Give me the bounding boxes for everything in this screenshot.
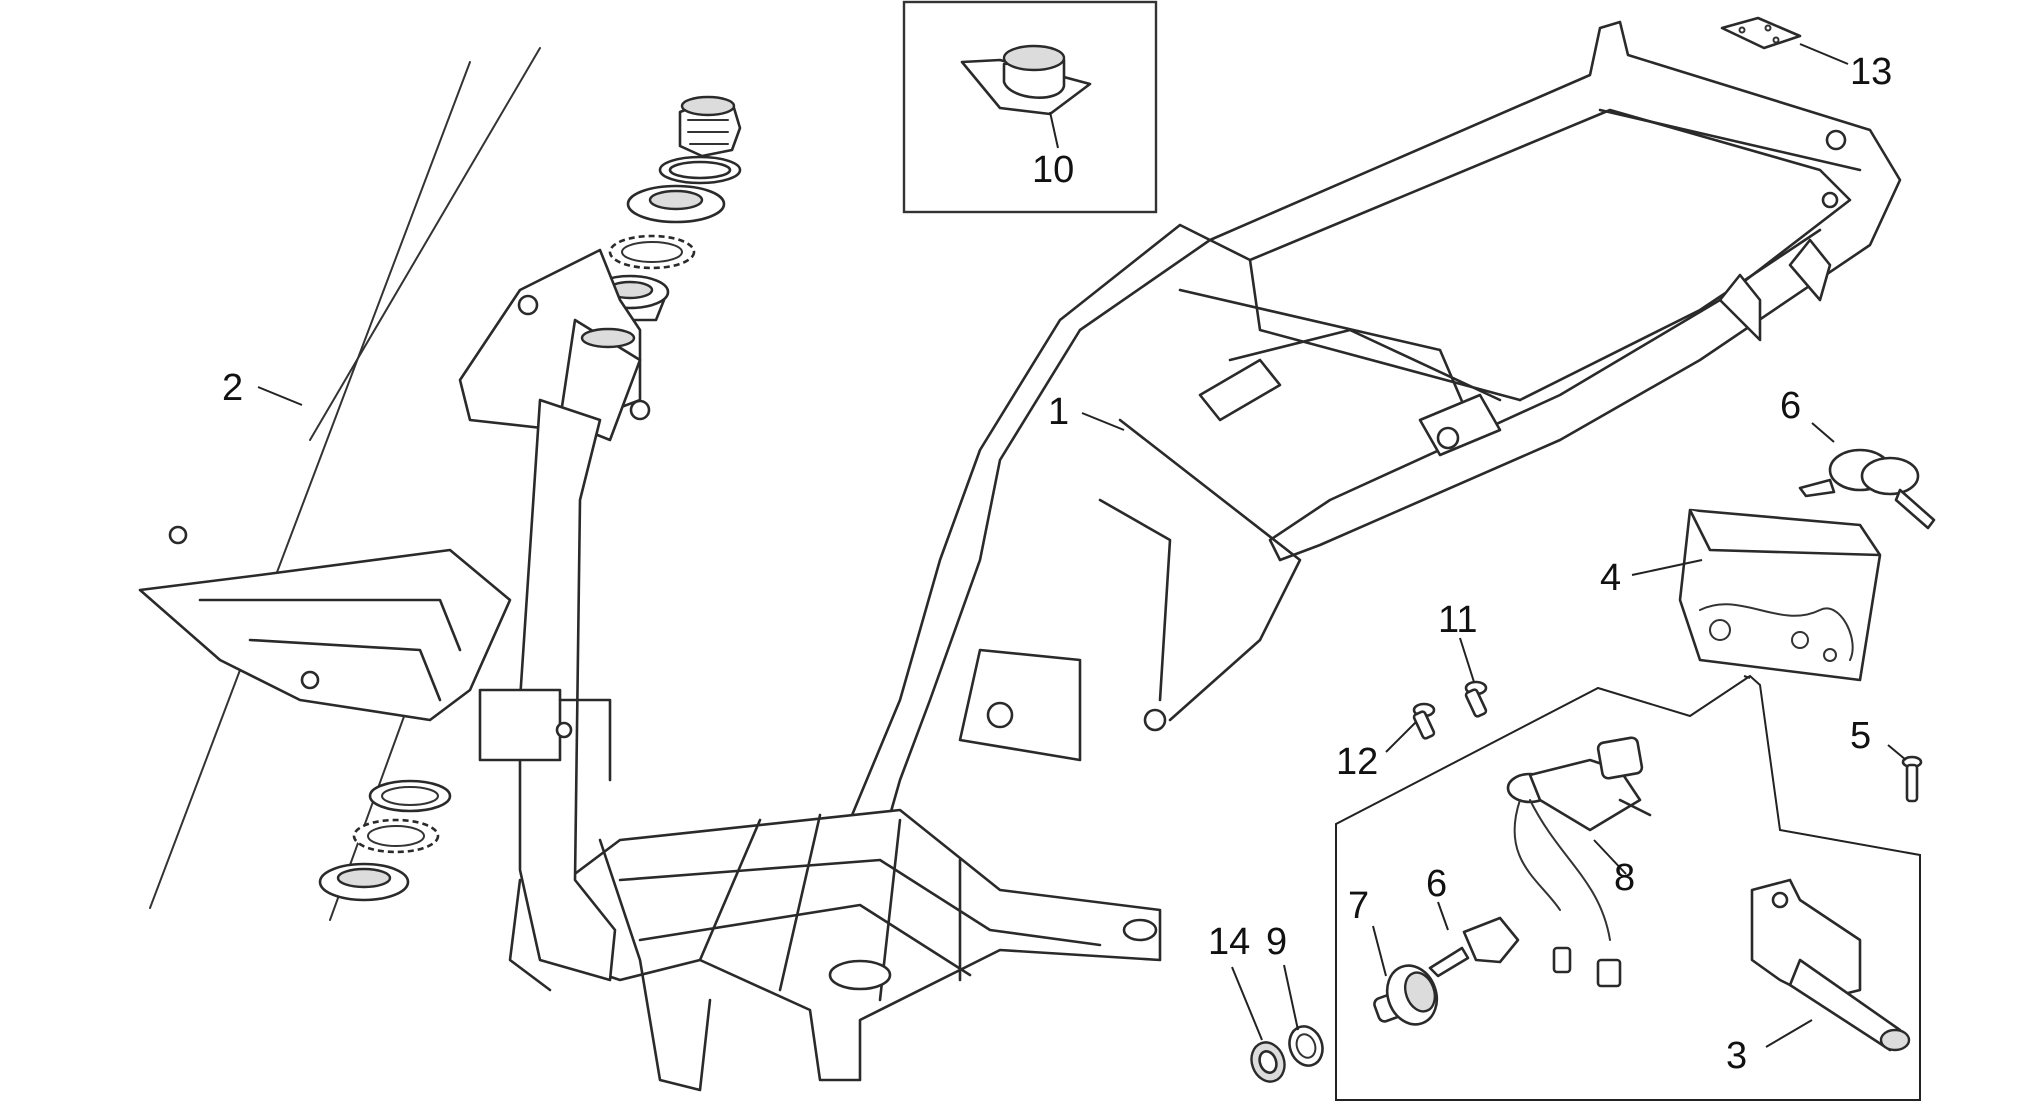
lower-bearing-icon	[352, 818, 440, 854]
callout-5: 5	[1850, 715, 1871, 757]
callout-12: 12	[1336, 741, 1378, 783]
callout-1: 1	[1048, 391, 1069, 433]
ball-bearing-icon	[608, 234, 696, 270]
leader-lines	[257, 43, 1907, 1048]
lower-washer-icon	[368, 779, 452, 813]
callout-10: 10	[1032, 149, 1074, 191]
screw-12	[1412, 702, 1436, 740]
screw-11	[1464, 680, 1488, 718]
callout-4: 4	[1600, 557, 1621, 599]
steering-lock-bracket	[1750, 878, 1911, 1052]
nut-14	[1250, 1041, 1286, 1083]
callout-2: 2	[222, 367, 243, 409]
callout-14: 14	[1208, 921, 1250, 963]
key-single	[1428, 916, 1520, 978]
connector-icon	[1552, 946, 1572, 974]
lock-cylinder	[1373, 964, 1439, 1026]
callout-13: 13	[1850, 51, 1892, 93]
steering-axis-line	[149, 61, 471, 909]
scooter-frame	[138, 20, 1902, 1092]
callout-3: 3	[1726, 1035, 1747, 1077]
key-set	[1798, 448, 1936, 530]
ignition-switch	[1506, 736, 1652, 988]
screw-5	[1901, 755, 1923, 803]
callout-9: 9	[1266, 921, 1287, 963]
callout-8: 8	[1614, 857, 1635, 899]
lower-cup-icon	[318, 862, 410, 902]
steering-bearing-set	[149, 47, 742, 921]
key-blade-icon	[1798, 478, 1836, 498]
callout-7: 7	[1348, 885, 1369, 927]
upper-race-icon	[626, 184, 726, 224]
callout-6-upper: 6	[1780, 385, 1801, 427]
wiring-box	[1678, 508, 1882, 682]
washer-9	[1288, 1025, 1324, 1067]
frame-bracket-icon	[1198, 358, 1282, 422]
callout-labels: 1 2 3 4 5 6 6 7 8 9 10 11 12 13 14	[222, 51, 1892, 1077]
plate-13	[1720, 16, 1802, 50]
inset-detail-box	[902, 0, 1158, 214]
callout-6-lower: 6	[1426, 863, 1447, 905]
bushing-10	[960, 44, 1092, 116]
sub-assembly-outline	[1335, 674, 1921, 1101]
top-nut-icon	[678, 95, 742, 158]
callout-11: 11	[1438, 599, 1477, 641]
steering-axis-line-upper	[309, 47, 541, 441]
